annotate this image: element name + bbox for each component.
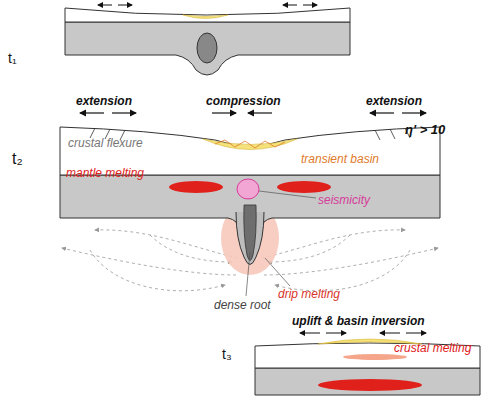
feature-label: crustal melting bbox=[394, 341, 471, 355]
viscosity-label: η' > 10 bbox=[405, 122, 445, 137]
time-step: t₁ bbox=[8, 50, 17, 66]
stress-label: extension bbox=[76, 94, 132, 108]
panel-t2 bbox=[60, 113, 440, 296]
feature-label: drip melting bbox=[278, 287, 340, 301]
time-step: t₃ bbox=[222, 346, 232, 362]
panel-t1 bbox=[65, 5, 350, 75]
stress-label: uplift & basin inversion bbox=[292, 314, 425, 328]
feature-label: dense root bbox=[214, 298, 271, 312]
feature-label: seismicity bbox=[318, 193, 370, 207]
panel-t3 bbox=[255, 333, 480, 395]
time-step: t₂ bbox=[12, 150, 23, 168]
feature-label: transient basin bbox=[301, 152, 379, 166]
feature-label: crustal flexure bbox=[68, 136, 143, 150]
stress-label: compression bbox=[206, 94, 281, 108]
feature-label: mantle melting bbox=[66, 166, 144, 180]
stress-label: extension bbox=[366, 94, 422, 108]
